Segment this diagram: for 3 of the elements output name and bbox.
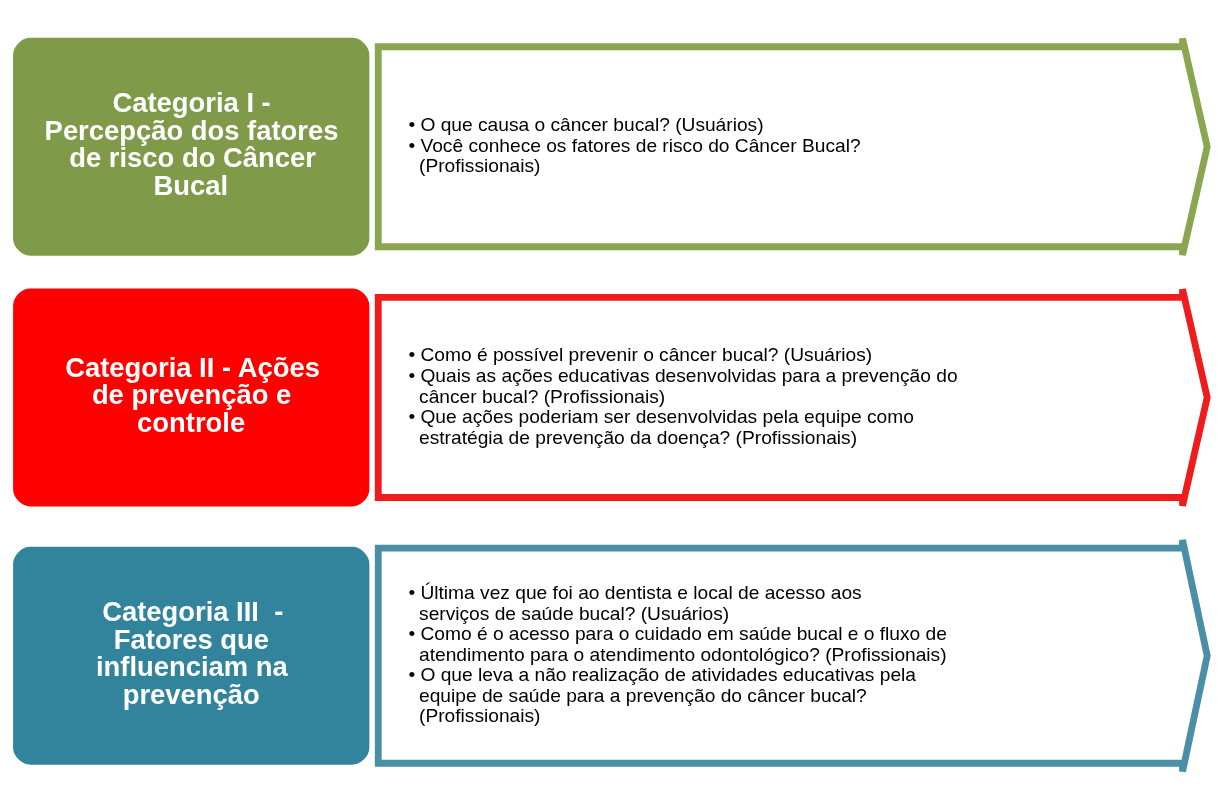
node-box: Categoria III - Fatores que influenciam na prevenção <box>13 546 370 765</box>
node-box: Categoria II - Ações de prevenção e controle <box>13 288 370 507</box>
node-box: Categoria I - Percepção dos fatores de risco do Câncer Bucal <box>13 37 370 256</box>
